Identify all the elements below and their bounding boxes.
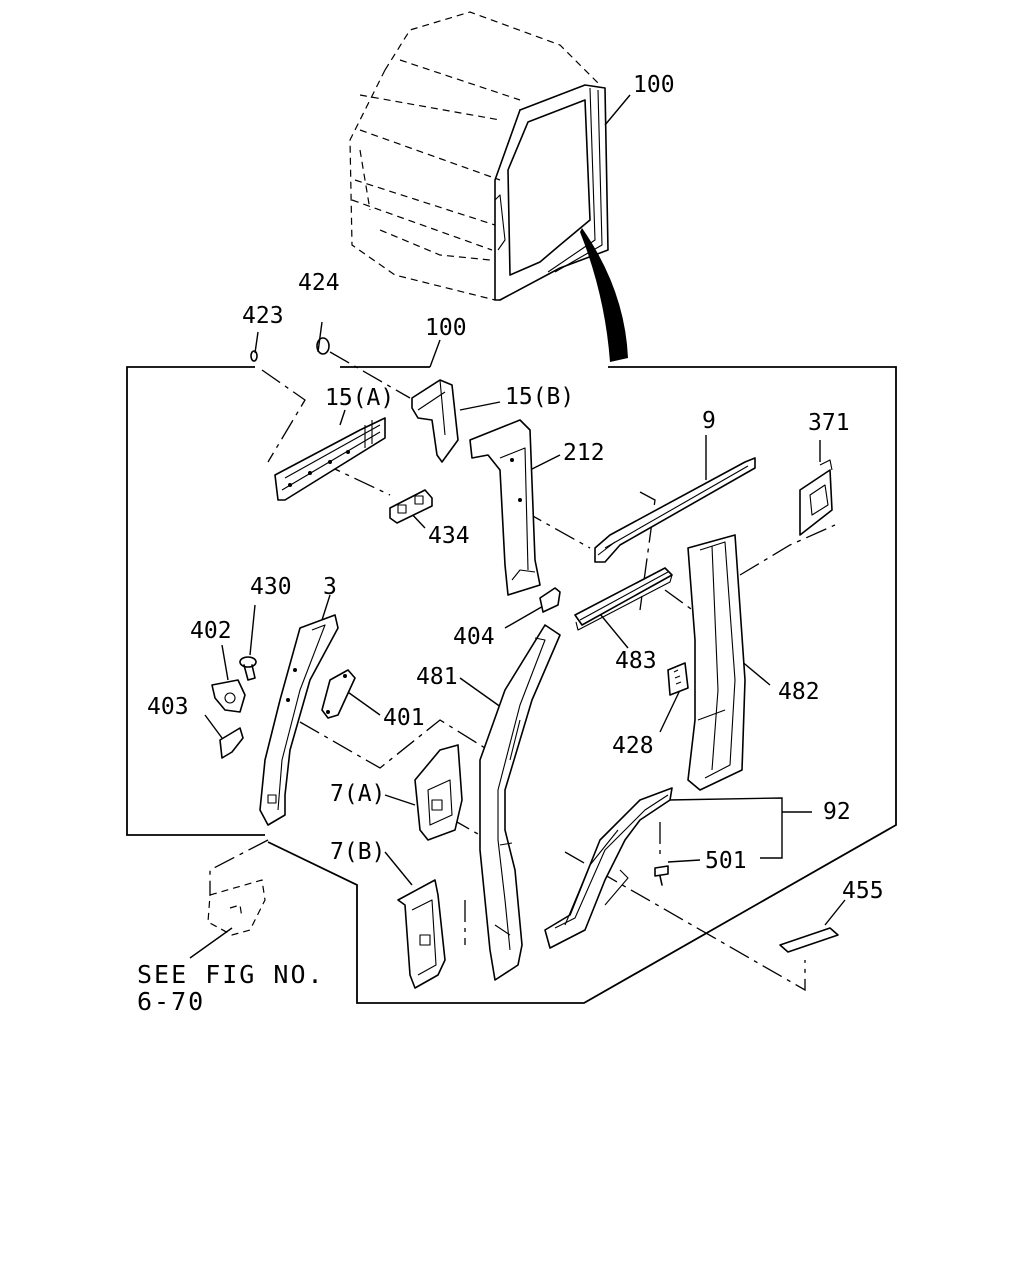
part-434-plate <box>389 489 433 524</box>
part-7a-hinge <box>414 744 463 841</box>
label-15b: 15(B) <box>505 384 574 410</box>
label-403: 403 <box>147 694 189 720</box>
label-9: 9 <box>702 408 716 434</box>
part-402-bracket <box>211 679 246 713</box>
part-212-pillar <box>469 419 541 596</box>
label-482: 482 <box>778 679 820 705</box>
part-see-fig-bracket <box>207 879 266 936</box>
part-92-sill <box>544 787 673 949</box>
label-481: 481 <box>416 664 458 690</box>
part-401-strap <box>321 669 356 719</box>
label-401: 401 <box>383 705 425 731</box>
part-15b-bracket <box>411 379 459 463</box>
part-423-clip <box>250 350 258 362</box>
cab-illustration <box>349 11 609 301</box>
label-424: 424 <box>298 270 340 296</box>
part-3-pillar <box>259 614 339 826</box>
leader-lines <box>189 94 846 959</box>
label-7a: 7(A) <box>330 781 385 807</box>
label-7b: 7(B) <box>330 839 385 865</box>
label-15a: 15(A) <box>325 385 394 411</box>
part-428-patch <box>667 662 689 696</box>
label-402: 402 <box>190 618 232 644</box>
part-501-screw <box>654 865 669 886</box>
see-fig-note-line1: SEE FIG NO. <box>137 960 325 989</box>
part-371-bracket <box>799 459 833 536</box>
part-482-pillar <box>687 534 746 791</box>
label-423: 423 <box>242 303 284 329</box>
label-501: 501 <box>705 848 747 874</box>
part-430-bolt <box>239 656 257 681</box>
label-100: 100 <box>425 315 467 341</box>
label-100-cab: 100 <box>633 72 675 98</box>
label-430: 430 <box>250 574 292 600</box>
label-371: 371 <box>808 410 850 436</box>
part-483-channel <box>574 567 673 631</box>
label-3: 3 <box>323 574 337 600</box>
label-428: 428 <box>612 733 654 759</box>
part-9-rail <box>594 457 756 563</box>
label-455: 455 <box>842 878 884 904</box>
label-483: 483 <box>615 648 657 674</box>
label-404: 404 <box>453 624 495 650</box>
label-434: 434 <box>428 523 470 549</box>
label-212: 212 <box>563 440 605 466</box>
part-424-grommet <box>316 337 330 355</box>
part-15a-reinforcement <box>274 417 386 501</box>
part-481-pillar <box>479 624 561 981</box>
arrow-cab-to-detail <box>580 228 628 362</box>
label-92: 92 <box>823 799 851 825</box>
part-404-clip <box>539 587 561 613</box>
part-455-plate <box>779 927 839 953</box>
part-403-clip <box>219 727 244 759</box>
part-7b-hinge <box>397 879 446 989</box>
see-fig-note-line2: 6-70 <box>137 987 205 1016</box>
